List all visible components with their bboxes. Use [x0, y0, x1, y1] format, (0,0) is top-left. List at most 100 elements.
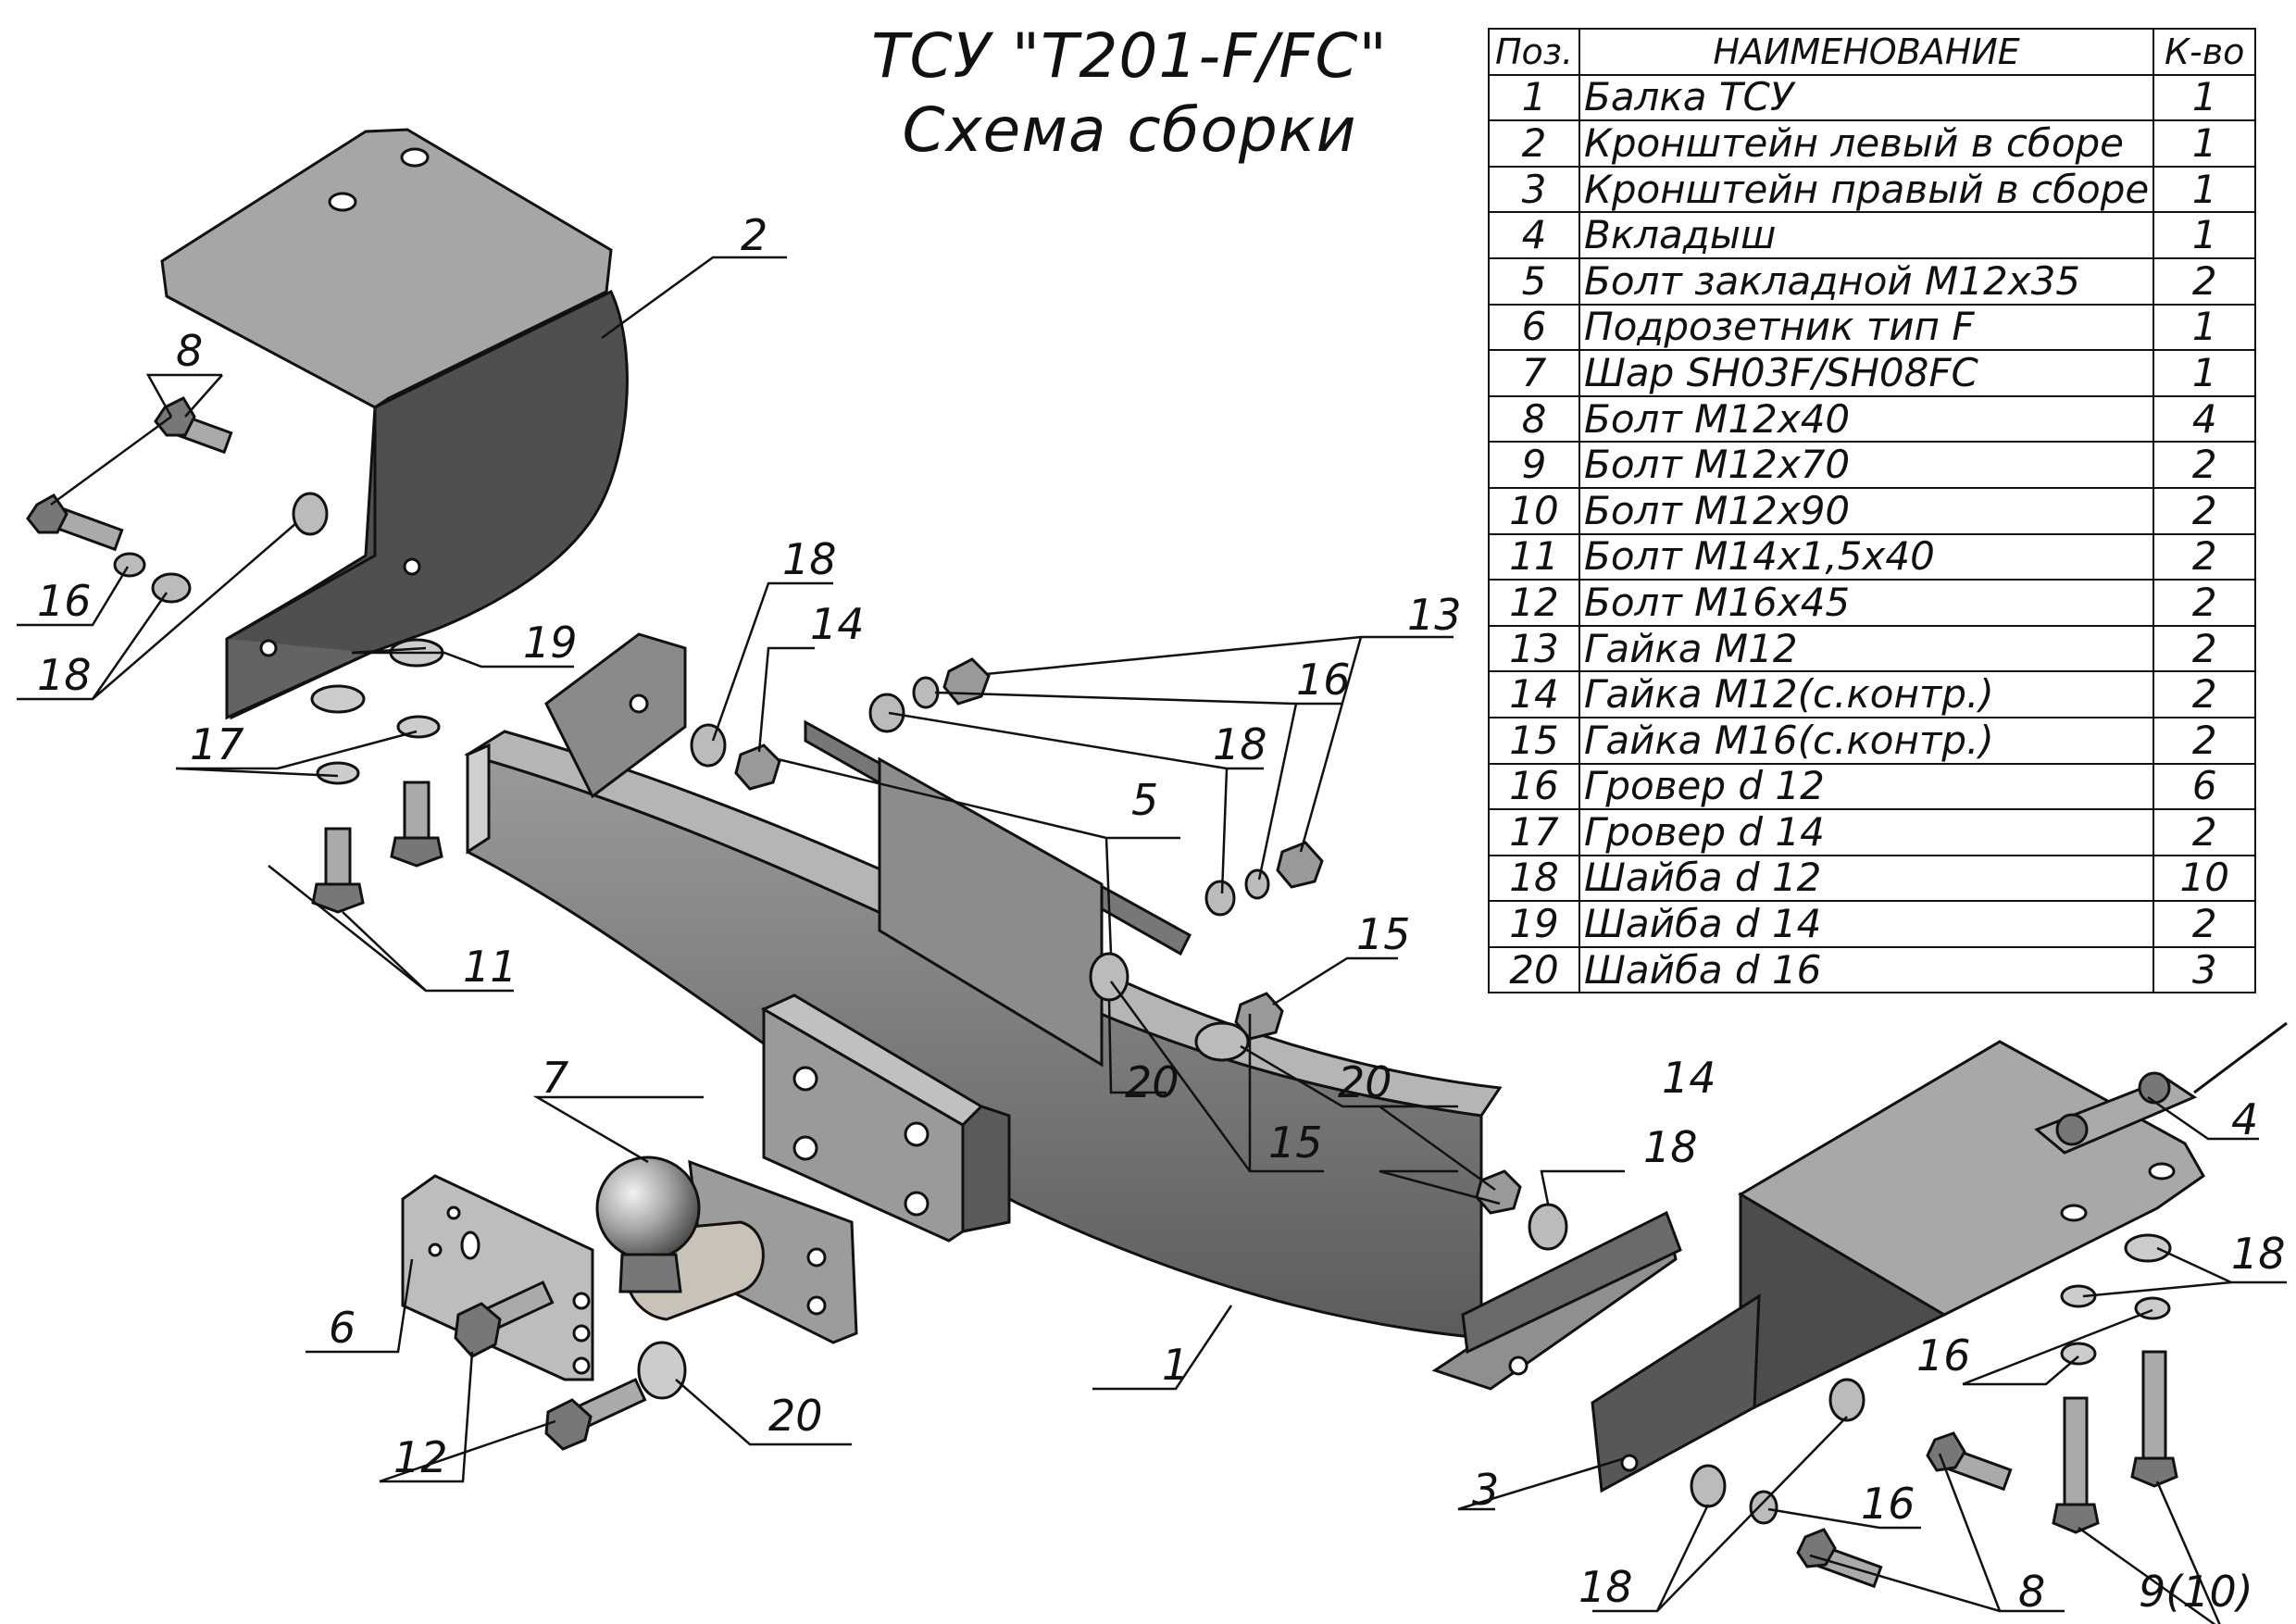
washer-19-b [310, 684, 366, 714]
row-name: Болт М16х45 [1578, 579, 2155, 627]
row-position: 14 [1488, 670, 1580, 718]
bolt-8-b [26, 493, 124, 552]
callout-16-right: 16 [1916, 1330, 1971, 1380]
row-position: 16 [1488, 762, 1580, 811]
bolt-12-b [544, 1378, 647, 1451]
callout-18-bottom: 18 [1578, 1562, 1633, 1612]
washer-16-lb [1749, 1490, 1778, 1525]
row-position: 6 [1488, 303, 1580, 352]
row-name: Болт М12х70 [1578, 441, 2155, 489]
row-quantity: 2 [2152, 670, 2257, 718]
row-position: 17 [1488, 808, 1580, 856]
row-quantity: 2 [2152, 900, 2257, 948]
callout-8-top: 8 [176, 326, 203, 376]
row-quantity: 2 [2152, 441, 2257, 489]
washer-20-low [637, 1341, 687, 1400]
callout-6: 6 [329, 1303, 356, 1353]
callout-16-top: 16 [1296, 655, 1351, 705]
washer-18-rb [2124, 1233, 2172, 1263]
bolt-9-a [2052, 1396, 2100, 1534]
row-quantity: 1 [2152, 303, 2257, 352]
row-position: 19 [1488, 900, 1580, 948]
washer-17-a [396, 715, 441, 739]
washer-18-lb [1828, 1378, 1866, 1422]
row-name: Шайба d 12 [1578, 854, 2155, 903]
callout-7: 7 [542, 1053, 568, 1103]
row-quantity: 2 [2152, 808, 2257, 856]
washer-16-left [113, 552, 146, 578]
row-position: 3 [1488, 165, 1580, 214]
row-name: Гайка М12(с.контр.) [1578, 670, 2155, 718]
callout-8-bottom: 8 [2018, 1567, 2045, 1617]
row-quantity: 4 [2152, 394, 2257, 443]
bolt-11-a [311, 827, 365, 914]
parts-list-header: Поз. НАИМЕНОВАНИЕ К-во [1488, 28, 2257, 76]
callout-3: 3 [1472, 1465, 1499, 1515]
callout-19: 19 [523, 618, 578, 668]
beam-part [464, 632, 1682, 1391]
callout-18-left: 18 [37, 650, 92, 700]
callout-14-top: 14 [810, 599, 865, 649]
nut-15 [1234, 992, 1284, 1041]
washer-18-left-b [292, 492, 329, 536]
left-bracket-part [160, 128, 629, 720]
nut-14-mid [734, 743, 781, 791]
row-quantity: 1 [2152, 119, 2257, 168]
row-name: Болт закладной М12х35 [1578, 256, 2155, 306]
washer-20-r [1194, 1021, 1250, 1062]
callout-14-right: 14 [1662, 1053, 1716, 1103]
row-position: 8 [1488, 394, 1580, 443]
callout-15-bottom: 15 [1268, 1118, 1323, 1168]
washer-18-mid [690, 723, 727, 768]
row-quantity: 2 [2152, 256, 2257, 306]
row-name: Гровер d 12 [1578, 762, 2155, 811]
row-position: 12 [1488, 579, 1580, 627]
row-name: Балка ТСУ [1578, 73, 2155, 122]
washer-18-r2 [1528, 1203, 1568, 1251]
row-quantity: 3 [2152, 945, 2257, 994]
row-position: 9 [1488, 441, 1580, 489]
nut-13-top [942, 657, 991, 706]
fasteners [26, 396, 2178, 1589]
row-position: 4 [1488, 211, 1580, 259]
row-name: Болт М14х1,5х40 [1578, 532, 2155, 581]
callout-5: 5 [1131, 775, 1158, 825]
row-name: Подрозетник тип F [1578, 303, 2155, 352]
bolt-12-a [454, 1280, 555, 1358]
row-quantity: 1 [2152, 73, 2257, 122]
washer-16-top [912, 676, 940, 709]
row-quantity: 1 [2152, 165, 2257, 214]
callout-16-bottom: 16 [1861, 1479, 1915, 1529]
bolt-9-b [2130, 1350, 2178, 1488]
nut-14-r [1475, 1169, 1522, 1215]
bolt-8-d [1796, 1528, 1883, 1589]
washer-18-lb2 [1690, 1464, 1727, 1508]
nut-13-r [1276, 841, 1324, 889]
row-quantity: 2 [2152, 532, 2257, 581]
callout-13: 13 [1407, 590, 1462, 640]
bolt-11-b [390, 781, 443, 868]
callout-20-bottom: 20 [768, 1391, 823, 1441]
row-name: Гайка М12 [1578, 624, 2155, 673]
row-quantity: 2 [2152, 486, 2257, 535]
washer-18-left-a [151, 572, 192, 604]
row-position: 1 [1488, 73, 1580, 122]
callout-11: 11 [463, 942, 518, 992]
callout-18-right-top: 18 [1643, 1122, 1698, 1172]
row-name: Гровер d 14 [1578, 808, 2155, 856]
leader-lines [17, 256, 2287, 1624]
callout-18-top: 18 [1213, 719, 1267, 769]
